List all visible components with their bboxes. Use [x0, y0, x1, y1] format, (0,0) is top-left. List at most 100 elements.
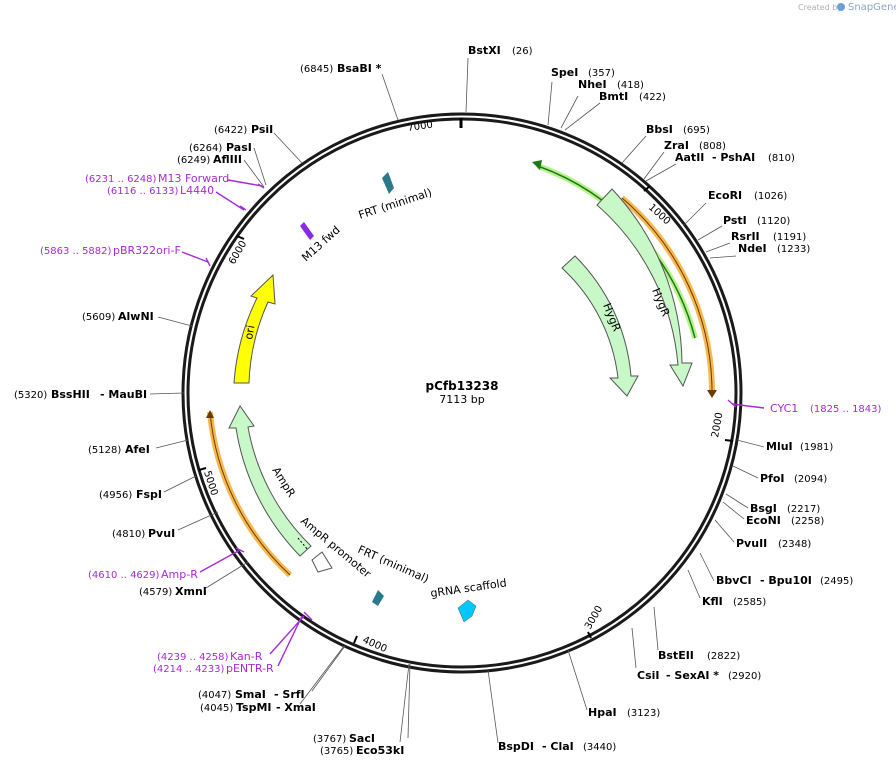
- enzyme-psii: (6422) PsiI: [214, 123, 273, 136]
- svg-text:gRNA scaffold: gRNA scaffold: [430, 576, 508, 600]
- svg-text:(1233): (1233): [777, 244, 810, 255]
- svg-text:(5320): (5320): [14, 390, 47, 401]
- svg-text:Eco53kI: Eco53kI: [356, 744, 404, 757]
- plasmid-size: 7113 bp: [439, 393, 484, 406]
- svg-text:(3440): (3440): [583, 742, 616, 753]
- svg-text:(2258): (2258): [791, 516, 824, 527]
- primer-l4440: (6116 .. 6133) L4440: [107, 184, 214, 197]
- svg-text:SacI: SacI: [349, 732, 375, 745]
- svg-text:(6231 .. 6248): (6231 .. 6248): [85, 174, 157, 185]
- enzyme-pvuii: PvuII (2348): [736, 537, 811, 550]
- enzyme-hpai: HpaI (3123): [588, 706, 660, 719]
- svg-text:7000: 7000: [407, 120, 434, 134]
- primer-m13-forward: (6231 .. 6248) M13 Forward: [85, 172, 229, 185]
- svg-text:EcoRI: EcoRI: [708, 189, 742, 202]
- svg-text:(2348): (2348): [778, 539, 811, 550]
- enzyme-afliii: (6249) AflIII: [177, 153, 242, 166]
- enzyme-econi: EcoNI (2258): [746, 514, 824, 527]
- svg-text:BbvCI: BbvCI: [716, 574, 752, 587]
- primer-pbr322ori-f: (5863 .. 5882) pBR322ori-F: [40, 244, 181, 257]
- svg-text:(3765): (3765): [320, 746, 353, 757]
- svg-text:AfeI: AfeI: [125, 443, 150, 456]
- enzyme-kfli: KflI (2585): [702, 595, 766, 608]
- svg-text:- MauBI: - MauBI: [100, 388, 147, 401]
- svg-text:pENTR-R: pENTR-R: [226, 662, 274, 675]
- enzyme-mlui: MluI (1981): [766, 440, 833, 453]
- enzyme-alwni: (5609) AlwNI: [82, 310, 154, 323]
- svg-text:- XmaI: - XmaI: [276, 701, 316, 714]
- enzyme-fspi: (4956) FspI: [99, 488, 162, 501]
- svg-text:(6116 .. 6133): (6116 .. 6133): [107, 186, 179, 197]
- svg-text:NheI: NheI: [578, 78, 607, 91]
- svg-text:FRT (minimal): FRT (minimal): [357, 186, 434, 222]
- enzyme-bspdi: BspDI - ClaI (3440): [498, 740, 616, 753]
- tick-2000: 2000: [710, 412, 734, 442]
- tick-7000: 7000: [407, 118, 463, 134]
- svg-text:(2585): (2585): [733, 597, 766, 608]
- orange-track-right-core: [621, 197, 713, 393]
- svg-text:(6249): (6249): [177, 155, 210, 166]
- svg-text:(5609): (5609): [82, 312, 115, 323]
- svg-text:(4045): (4045): [200, 703, 233, 714]
- svg-text:AflIII: AflIII: [213, 153, 242, 166]
- svg-text:- SexAI *: - SexAI *: [666, 669, 719, 682]
- enzyme-bbvci: BbvCI - Bpu10I (2495): [716, 574, 853, 587]
- svg-text:2000: 2000: [710, 412, 725, 439]
- svg-text:AatII: AatII: [675, 151, 704, 164]
- svg-text:(5128): (5128): [88, 445, 121, 456]
- svg-text:BstEII: BstEII: [658, 649, 694, 662]
- svg-text:(1981): (1981): [800, 442, 833, 453]
- svg-text:PvuII: PvuII: [736, 537, 767, 550]
- svg-text:BssHII: BssHII: [51, 388, 90, 401]
- svg-text:BstXI: BstXI: [468, 44, 501, 57]
- svg-text:BsaBI *: BsaBI *: [337, 62, 382, 75]
- svg-text:CYC1: CYC1: [770, 402, 798, 415]
- enzyme-ndei: NdeI (1233): [738, 242, 810, 255]
- svg-text:(4610 .. 4629): (4610 .. 4629): [88, 570, 160, 581]
- svg-text:(3767): (3767): [313, 734, 346, 745]
- svg-text:(4214 .. 4233): (4214 .. 4233): [153, 664, 225, 675]
- svg-text:(422): (422): [639, 92, 666, 103]
- enzyme-bsgi: BsgI (2217): [750, 502, 820, 515]
- enzyme-csii: CsiI - SexAI * (2920): [637, 669, 761, 682]
- green-track-head: [532, 160, 542, 170]
- svg-text:ori: ori: [242, 324, 257, 340]
- svg-text:(4579): (4579): [139, 587, 172, 598]
- svg-text:ZraI: ZraI: [664, 139, 689, 152]
- feature-m13-fwd: M13 fwd: [299, 222, 343, 264]
- svg-text:AmpR: AmpR: [269, 465, 298, 500]
- svg-text:PasI: PasI: [226, 141, 252, 154]
- svg-text:(4047): (4047): [198, 690, 231, 701]
- primer-cyc1: CYC1 (1825 .. 1843): [770, 402, 882, 415]
- enzyme-afei: (5128) AfeI: [88, 443, 150, 456]
- feature-hygr-inner: HygR: [561, 255, 639, 397]
- primer-amp-r: (4610 .. 4629) Amp-R: [88, 568, 198, 581]
- svg-text:Kan-R: Kan-R: [230, 650, 263, 663]
- enzyme-saci: (3767) SacI: [313, 732, 375, 745]
- enzyme-aatii: AatII - PshAI (810): [675, 151, 795, 164]
- tick-6000: 6000: [227, 235, 249, 267]
- svg-text:(2920): (2920): [728, 671, 761, 682]
- svg-text:(2495): (2495): [820, 576, 853, 587]
- svg-text:M13 Forward: M13 Forward: [158, 172, 229, 185]
- svg-text:(4810): (4810): [112, 529, 145, 540]
- feature-ori: ori: [233, 273, 276, 384]
- svg-text:- ClaI: - ClaI: [542, 740, 574, 753]
- svg-text:SmaI: SmaI: [235, 688, 266, 701]
- enzyme-bmti: BmtI (422): [599, 90, 666, 103]
- enzyme-tspmi: (4045) TspMI - XmaI: [200, 701, 316, 714]
- svg-text:- PshAI: - PshAI: [712, 151, 755, 164]
- svg-text:(6422): (6422): [214, 125, 247, 136]
- enzyme-bsabi: (6845) BsaBI *: [300, 62, 382, 75]
- svg-text:SpeI: SpeI: [551, 66, 578, 79]
- svg-text:L4440: L4440: [180, 184, 214, 197]
- enzyme-bbsi: BbsI (695): [646, 123, 710, 136]
- enzyme-psti: PstI (1120): [723, 214, 790, 227]
- svg-text:(3123): (3123): [627, 708, 660, 719]
- svg-text:BspDI: BspDI: [498, 740, 534, 753]
- svg-text:TspMI: TspMI: [236, 701, 272, 714]
- feature-frt-top: FRT (minimal): [357, 172, 434, 222]
- svg-text:RsrII: RsrII: [731, 230, 760, 243]
- svg-text:(2094): (2094): [794, 474, 827, 485]
